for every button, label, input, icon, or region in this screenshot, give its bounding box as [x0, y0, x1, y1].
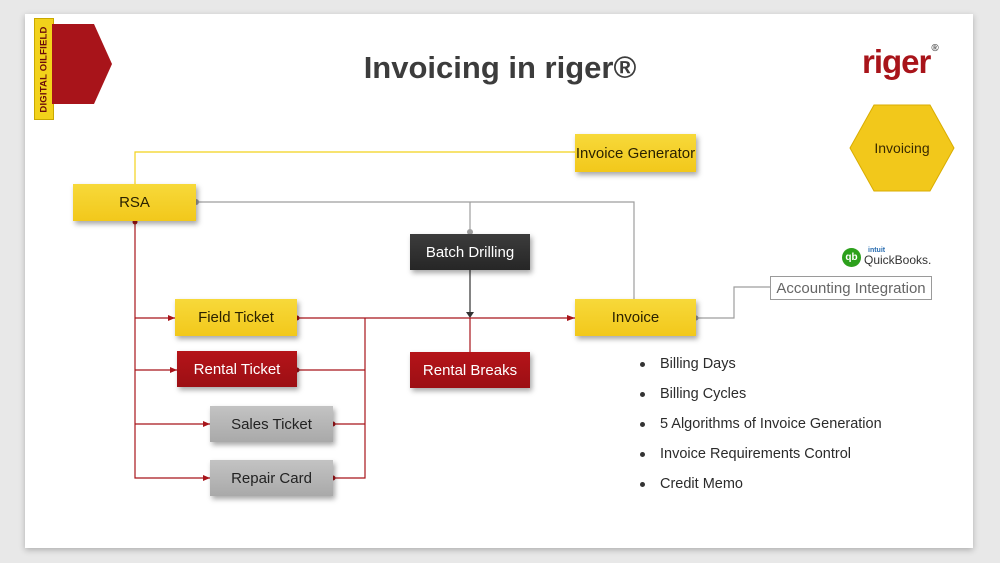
invoice-accounting-line	[696, 286, 770, 319]
page-title: Invoicing in riger®	[363, 50, 637, 85]
list-item: 5 Algorithms of Invoice Generation	[640, 414, 882, 444]
repair-card-node: Repair Card	[210, 460, 333, 496]
quickbooks-label: QuickBooks.	[864, 253, 932, 267]
hexagon-label: Invoicing	[874, 140, 930, 156]
batch-dot	[467, 229, 473, 235]
batch-arrow-head	[466, 312, 474, 318]
rental-breaks-node: Rental Breaks	[410, 352, 530, 388]
feature-list: Billing Days Billing Cycles 5 Algorithms…	[640, 354, 882, 504]
logo-text: riger	[862, 43, 931, 80]
list-item: Invoice Requirements Control	[640, 444, 882, 474]
list-item: Billing Days	[640, 354, 882, 384]
batch-drilling-node: Batch Drilling	[410, 234, 530, 270]
intuit-label: intuit	[868, 247, 886, 254]
list-item: Credit Memo	[640, 474, 882, 504]
red-chevron-banner	[52, 24, 112, 104]
field-ticket-node: Field Ticket	[175, 299, 297, 336]
logo-registered: ®	[931, 43, 938, 54]
rsa-node: RSA	[73, 184, 196, 221]
invoice-node: Invoice	[575, 299, 696, 336]
quickbooks-icon: qb	[842, 248, 861, 267]
accounting-integration-node: Accounting Integration	[770, 276, 932, 300]
riger-logo: riger®	[862, 43, 939, 81]
rsa-trunk-line	[134, 222, 210, 479]
sales-ticket-node: Sales Ticket	[210, 406, 333, 442]
rental-ticket-node: Rental Ticket	[177, 351, 297, 387]
invoicing-hexagon	[849, 104, 955, 192]
rsa-invoice-line	[196, 201, 635, 300]
rsa-generator-line	[134, 151, 575, 186]
invoice-generator-node: Invoice Generator	[575, 134, 696, 172]
list-item: Billing Cycles	[640, 384, 882, 414]
